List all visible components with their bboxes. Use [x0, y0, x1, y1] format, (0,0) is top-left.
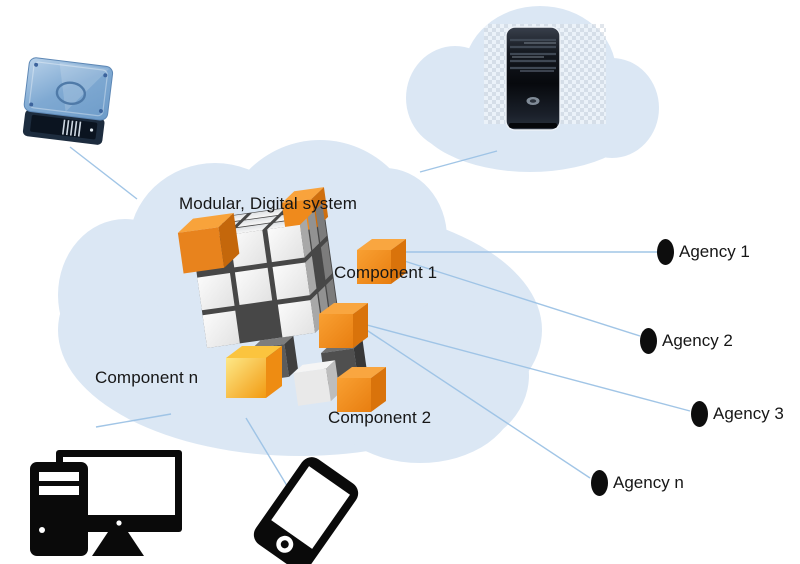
cube-tile: [320, 240, 333, 281]
agency-1-label: Agency 1: [679, 242, 750, 261]
hard-drive-icon: [22, 57, 114, 145]
cube-tile: [245, 208, 285, 220]
component-n-label: Component n: [95, 368, 199, 387]
cube-front-face: [197, 224, 316, 348]
agency-2-label: Agency 2: [662, 331, 733, 350]
component-n-cube: [226, 346, 282, 398]
agency-3-label: Agency 3: [713, 404, 784, 423]
cube-tile: [307, 210, 320, 250]
cube-tile: [267, 224, 305, 263]
line-cloud-phone: [245, 417, 293, 495]
cube-tile: [313, 248, 325, 288]
component-1-cube: [357, 239, 406, 284]
middle-component-cube: [319, 303, 368, 348]
system-title: Modular, Digital system: [179, 194, 358, 213]
desktop-computer-icon: [30, 450, 182, 556]
line-component1-agency2: [397, 258, 641, 337]
cube-tile: [305, 255, 317, 296]
server-tower-icon: [505, 26, 561, 131]
line-component-agency3: [366, 324, 691, 412]
component-1-label: Component 1: [334, 263, 438, 282]
agency-3: Agency 3: [691, 401, 784, 427]
cube-tile: [197, 273, 235, 311]
line-harddrive-cloud: [69, 146, 138, 200]
cube-tile: [277, 300, 316, 338]
line-cloud-computer: [95, 413, 172, 428]
cube-tile: [234, 267, 273, 306]
agency-1: Agency 1: [657, 239, 750, 265]
agency-n-label: Agency n: [613, 473, 684, 492]
connector-lines: [69, 146, 691, 495]
agency-2: Agency 2: [640, 328, 733, 354]
cube-tile: [202, 310, 240, 348]
cube-tile: [299, 218, 312, 258]
line-cloud-servercloud: [419, 150, 498, 173]
component-2-label: Component 2: [328, 408, 432, 427]
cube-tile: [237, 215, 277, 228]
cube-tile: [272, 262, 310, 300]
cube-tile: [229, 230, 267, 268]
smartphone-icon: [253, 457, 359, 564]
line-component-agencyn: [364, 328, 591, 479]
embedded-orange-cube: [177, 212, 240, 274]
component-2-cube: [337, 367, 386, 412]
agency-2-bullet-icon: [640, 328, 657, 354]
cube-tile: [310, 293, 322, 333]
modular-cube: [177, 187, 368, 406]
agency-n: Agency n: [591, 470, 684, 496]
cube-tile: [229, 223, 269, 235]
agency-3-bullet-icon: [691, 401, 708, 427]
agency-1-bullet-icon: [657, 239, 674, 265]
agency-n-bullet-icon: [591, 470, 608, 496]
cube-tile: [315, 203, 327, 243]
